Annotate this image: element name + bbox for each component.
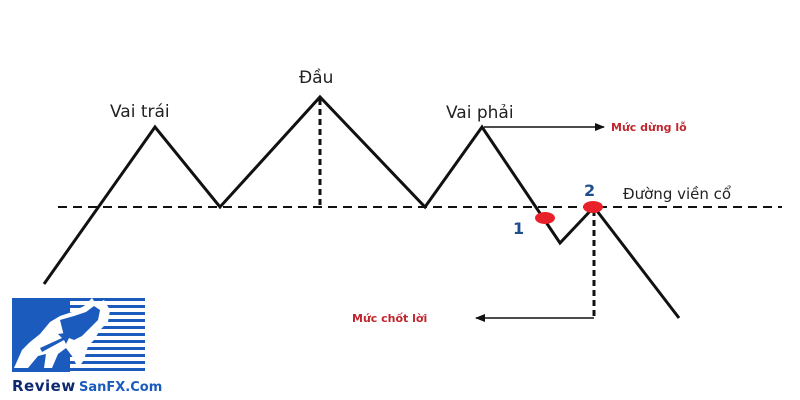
- point-1-label: 1: [513, 219, 524, 238]
- reviewsanfx-logo: Review SanFX.Com: [12, 298, 162, 395]
- neckline-label: Đường viền cổ: [623, 185, 731, 203]
- logo-emblem: [12, 298, 145, 372]
- head-label: Đầu: [299, 67, 333, 88]
- price-path: [42, 94, 681, 319]
- right-shoulder-label: Vai phải: [446, 103, 514, 123]
- take-profit-label: Mức chốt lời: [352, 312, 427, 325]
- point-2-label: 2: [584, 181, 595, 200]
- logo-brand-text: SanFX.Com: [79, 380, 162, 395]
- logo-review-text: Review: [12, 377, 76, 395]
- entry-point-2-marker: [583, 201, 603, 213]
- stop-loss-label: Mức dừng lỗ: [611, 121, 687, 134]
- entry-point-1-marker: [535, 212, 555, 224]
- left-shoulder-label: Vai trái: [110, 102, 170, 122]
